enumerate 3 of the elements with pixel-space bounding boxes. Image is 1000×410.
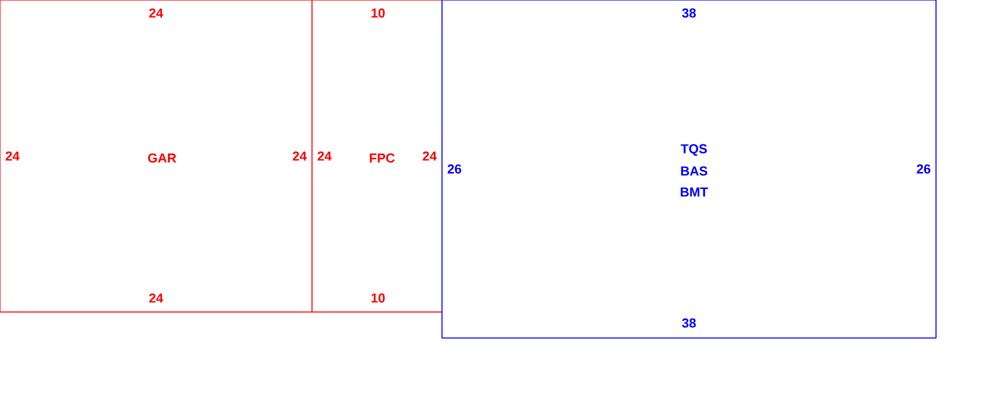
- box: 38 26 TQS BAS BMT 26 38: [442, 0, 937, 338]
- box: 24 24 GAR 24 24: [0, 0, 312, 312]
- box: 10 24 FPC 24 10: [312, 0, 442, 312]
